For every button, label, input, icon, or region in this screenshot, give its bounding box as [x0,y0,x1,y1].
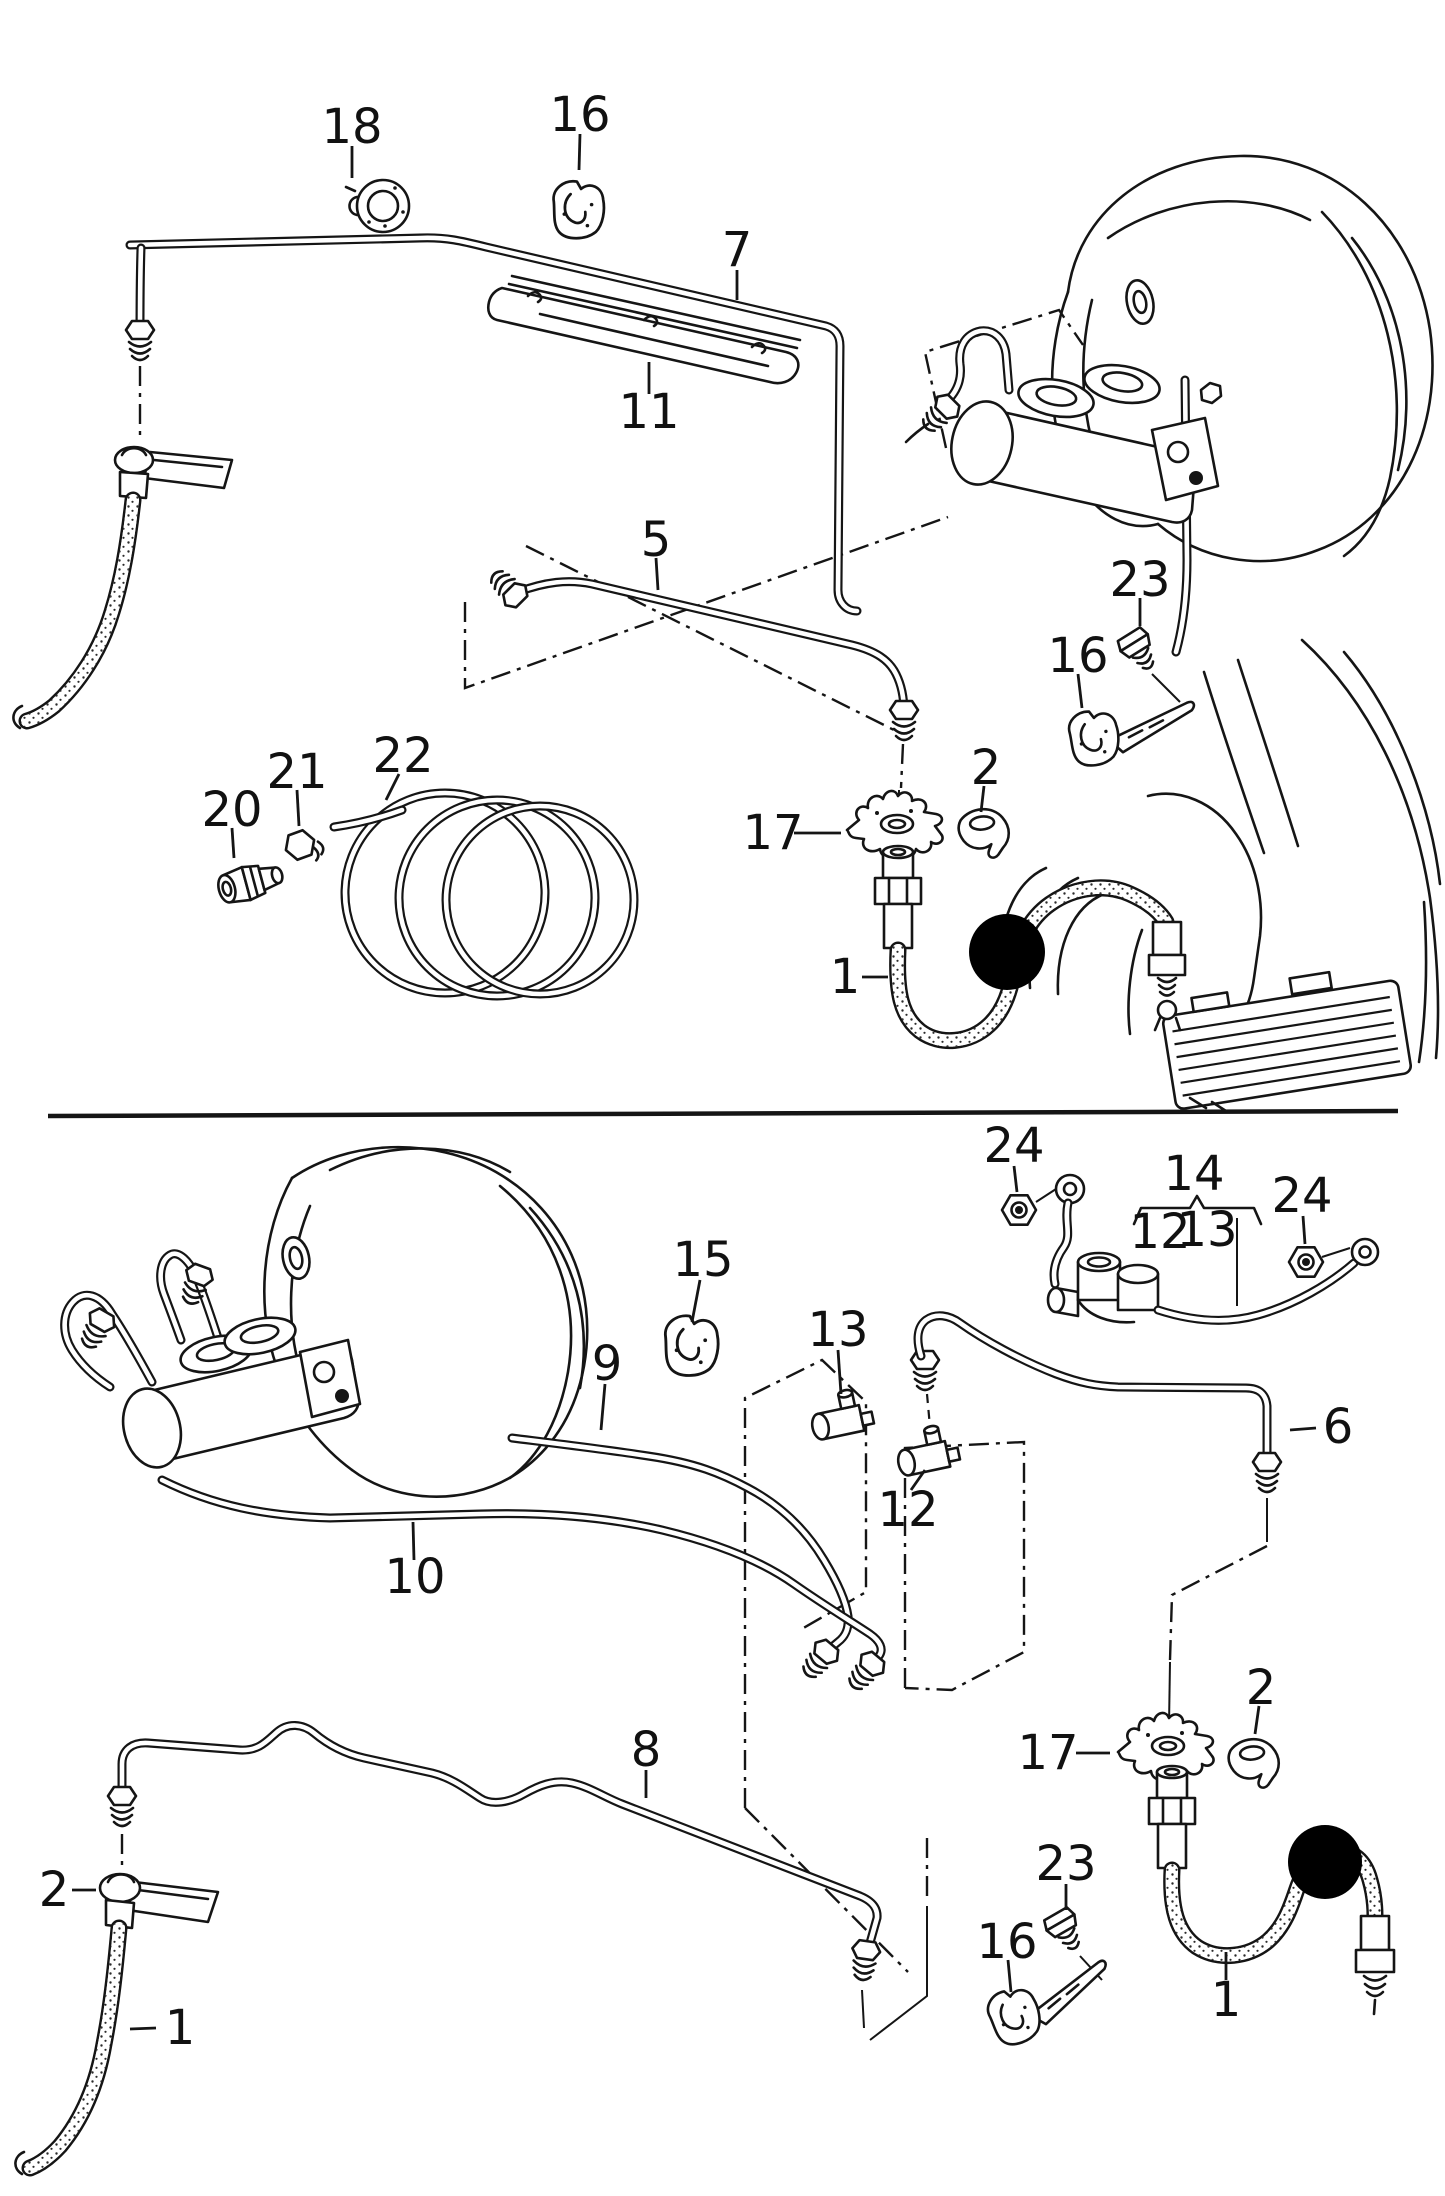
panel-divider [47,1108,1399,1119]
brake-valve-12-icon [891,1420,963,1479]
pipe-clip-15-icon [663,1314,720,1377]
pipe-10 [157,1475,886,1671]
callout-leaders [72,133,1317,2031]
hose-fitting-top-icon [873,844,923,950]
pipe8-left-fitting-icon [106,1785,138,1828]
union-fitting-20-icon [213,856,288,909]
nut-24-right-icon [1287,1246,1325,1278]
callout-6: 6 [1323,1399,1354,1455]
redaction-dot-top [969,914,1045,990]
hose-bracket-bottom-left [98,1872,220,1930]
hose-end-fitting-bottom [1354,1914,1396,2016]
callout-13-label: 13 [1176,1202,1237,1258]
hatch-marks [1188,1096,1228,1113]
brake-booster-top [1050,154,1434,563]
callout-2-bottom-left: 2 [39,1862,70,1918]
callout-10: 10 [384,1549,445,1605]
pipe-8 [117,1721,882,1955]
pressure-regulator-assembly [1035,1173,1380,1325]
callout-13-valve: 13 [807,1302,868,1358]
master-cylinder-bottom [60,1249,362,1469]
pipe5-fitting-left-icon [482,562,533,613]
grommet-icon [344,178,411,234]
bracket-bolt-23-bottom-icon [1040,1904,1091,1958]
pipe-clip-top-icon [552,179,606,240]
hose-fitting-bottom-icon [1147,1764,1197,1870]
brake-caliper-top [1161,970,1413,1110]
spring-clip-2-bottom-icon [1225,1735,1283,1793]
callout-12-valve: 12 [877,1482,938,1538]
callout-14: 14 [1163,1146,1224,1202]
nut-24-left-icon [1000,1194,1038,1226]
callout-11: 11 [618,384,679,440]
callout-1-top: 1 [830,949,861,1005]
callout-12-label: 12 [1129,1204,1190,1260]
flex-hose-1-bottom-left [14,1919,128,2177]
callout-23-top: 23 [1109,552,1170,608]
hose-clip-16-arm-top-icon [1067,697,1200,768]
callout-9: 9 [592,1336,623,1392]
callout-1-bottom-right: 1 [1211,1972,1242,2028]
callout-labels: 18 16 7 11 5 23 16 22 21 20 17 2 1 24 14… [39,87,1354,2056]
callout-2-clip-bottom: 2 [1246,1660,1277,1716]
pipe7-flare-fitting-icon [124,319,156,362]
bracket-bolt-23-top-icon [1114,624,1165,678]
callout-7: 7 [722,222,753,278]
callout-2-top: 2 [971,740,1002,796]
callout-8: 8 [631,1722,662,1778]
coiled-pipe-22 [329,788,639,1001]
callout-16-clip: 16 [549,87,610,143]
callout-15: 15 [672,1232,733,1288]
pipe5-fitting-right-icon [888,699,920,742]
pipe8-tip [861,1989,865,2029]
redaction-dot-bottom [1288,1825,1362,1899]
booster-front-pipe [1171,375,1192,657]
hose-bracket-top-left [113,445,234,500]
callout-5: 5 [641,512,672,568]
spring-clip-2-top-icon [955,805,1013,863]
callout-17-top: 17 [742,805,803,861]
booster-stud-hole [1125,279,1155,325]
callout-17-bottom: 17 [1017,1725,1078,1781]
pipe-9 [507,1433,853,1657]
flex-hose-1-bottom-right [1163,1843,1384,1965]
callout-20: 20 [201,782,262,838]
callout-22: 22 [372,728,433,784]
bolt-leader [1151,673,1181,703]
callout-24-left: 24 [983,1118,1044,1174]
pipe-6 [913,1311,1272,1465]
callout-21: 21 [266,744,327,800]
flex-hose-top-left [12,491,142,730]
pipe6-end-fitting-icon [1251,1451,1283,1494]
master-cylinder-top [904,326,1223,524]
flare-nut-21-icon [280,824,328,871]
construction-lines-bottom [120,1358,1268,2041]
heat-shield [486,274,802,385]
callout-16-bracket: 16 [1047,628,1108,684]
callout-16-bottom: 16 [976,1914,1037,1970]
callout-18: 18 [321,99,382,155]
pipe-5 [513,577,909,717]
pipe8-end-fitting-icon [846,1937,883,1984]
hose-end-fitting-caliper-top [1147,920,1187,1032]
callout-23-bottom: 23 [1035,1836,1096,1892]
callout-1-bottom-left: 1 [165,2000,196,2056]
callout-24-right: 24 [1271,1168,1332,1224]
